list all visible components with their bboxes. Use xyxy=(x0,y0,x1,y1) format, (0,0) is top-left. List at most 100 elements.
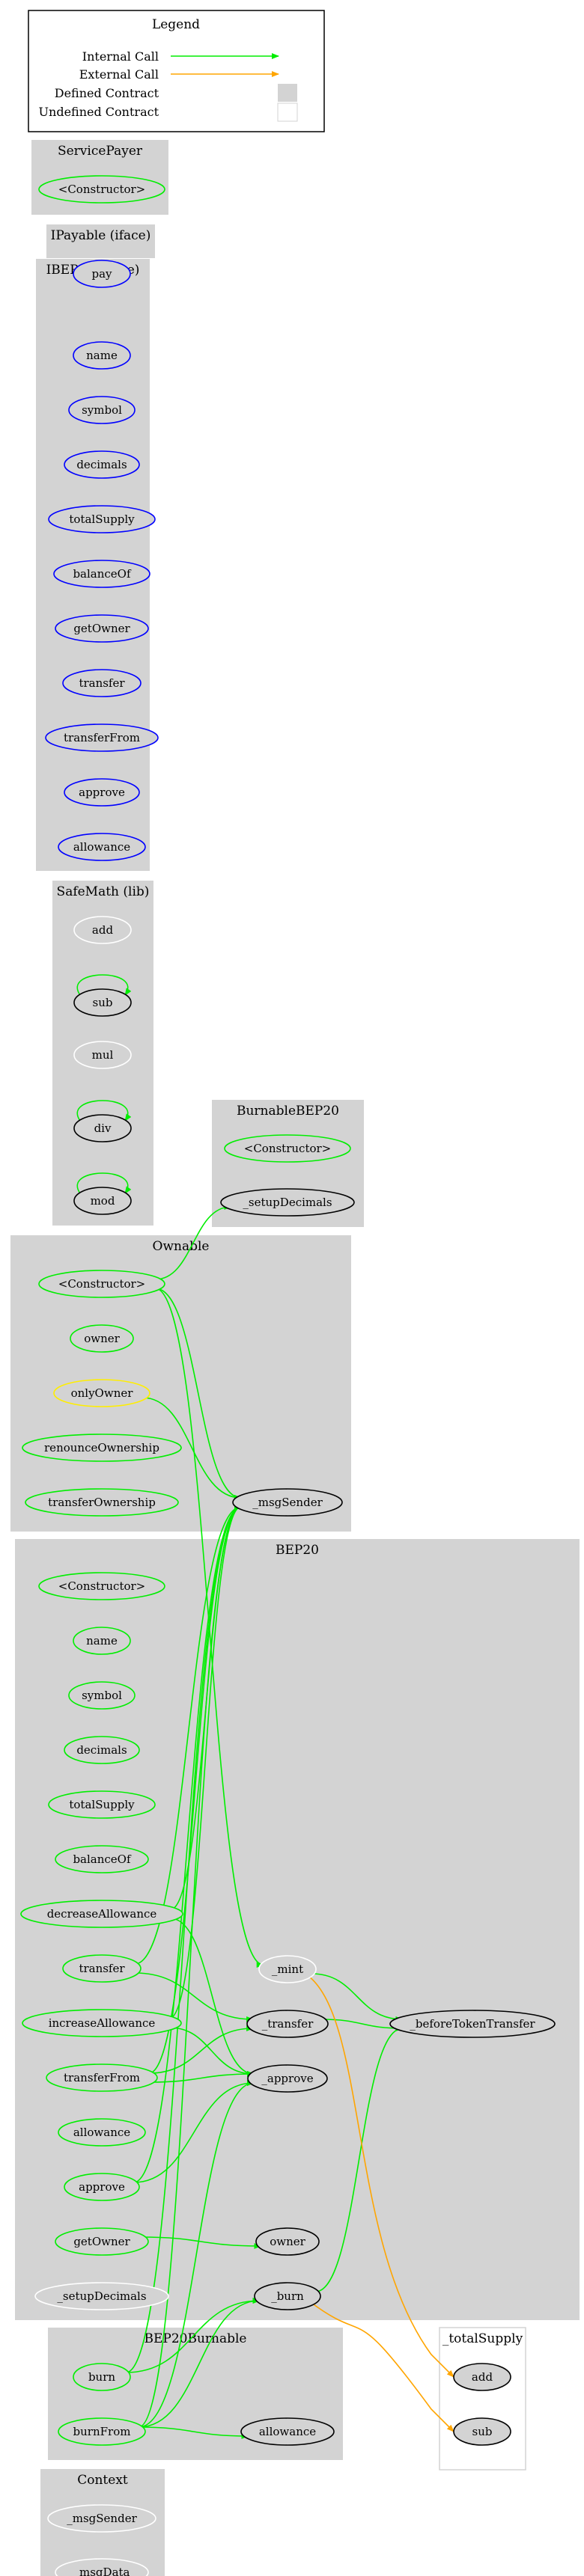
node-sp-ctor: <Constructor> xyxy=(38,175,165,204)
node-bbn-burnfrom: burnFrom xyxy=(58,2417,146,2446)
cluster-title: SafeMath (lib) xyxy=(57,884,150,899)
node-label: _burn xyxy=(271,2289,304,2303)
node-ellipse xyxy=(55,2227,149,2256)
node-label: onlyOwner xyxy=(71,1386,134,1400)
edge-sm-div-to-sm-div xyxy=(76,1100,132,1122)
edge-bbn-burnfrom-to-ow-msgsender xyxy=(139,1504,242,2428)
edge-b-increaseallowance-to-ow-msgsender xyxy=(168,1504,242,2019)
node-ellipse xyxy=(46,2063,158,2092)
node-label: _mint xyxy=(272,1962,303,1976)
edge-bbn-burn-to-b-burn xyxy=(126,2298,261,2373)
edge-ow-ctor-to-ow-msgsender xyxy=(155,1288,242,1501)
node-b-approve: approve xyxy=(64,2173,140,2201)
node-b-decimals: decimals xyxy=(64,1736,140,1764)
node-label: sub xyxy=(93,996,113,1009)
node-b-owner: owner xyxy=(255,2227,320,2256)
node-label: owner xyxy=(270,2235,305,2248)
edge-b-transfer-to-b-beforetokentransfer xyxy=(321,2019,404,2031)
node-label: burnFrom xyxy=(73,2425,131,2438)
edge-sm-mod-to-sm-mod xyxy=(76,1172,132,1194)
node-ow-owner: owner xyxy=(70,1324,134,1353)
node-b-name: name xyxy=(73,1627,131,1655)
node-ellipse xyxy=(68,1681,136,1710)
node-label: allowance xyxy=(259,2425,316,2438)
node-b-setupdecimals: _setupDecimals xyxy=(34,2282,169,2310)
cluster-title: BEP20Burnable xyxy=(144,2331,246,2346)
edge-b-transfer-to-ow-msgsender xyxy=(135,1504,242,1965)
node-ellipse xyxy=(62,669,142,697)
node-ellipse xyxy=(254,2282,321,2310)
node-label: symbol xyxy=(82,1689,122,1702)
node-label: transferFrom xyxy=(64,2071,140,2084)
node-label: _msgSender xyxy=(252,1496,323,1509)
node-ib-getowner: getOwner xyxy=(55,614,149,643)
cluster-title: BurnableBEP20 xyxy=(237,1104,339,1119)
node-label: transfer xyxy=(79,1962,125,1975)
node-label: getOwner xyxy=(73,2235,130,2248)
edge-ow-onlyowner-to-ow-msgsender xyxy=(142,1397,242,1501)
node-ellipse xyxy=(73,1187,132,1215)
node-label: mod xyxy=(91,1194,115,1208)
edge-b-increaseallowance-to-b-approve xyxy=(169,2027,255,2077)
legend-title: Legend xyxy=(152,17,200,32)
node-b-balanceof: balanceOf xyxy=(55,1845,149,1873)
node-b-beforetokentransfer: _beforeTokenTransfer xyxy=(389,2010,556,2038)
node-b-decreaseallowance: decreaseAllowance xyxy=(20,1900,183,1928)
node-ellipse xyxy=(38,1572,165,1600)
edge-b-mint-to-ts-add xyxy=(307,1974,454,2378)
legend-item-undefined-contract: Undefined Contract xyxy=(39,105,159,119)
node-b-burn: _burn xyxy=(254,2282,321,2310)
node-label: approve xyxy=(79,786,125,799)
node-ib-approve: approve xyxy=(64,778,140,807)
node-ow-renounce: renounceOwnership xyxy=(22,1434,182,1462)
node-ellipse xyxy=(73,1041,132,1069)
node-ow-ctor: <Constructor> xyxy=(38,1270,165,1298)
node-ellipse xyxy=(453,2417,511,2446)
edge-bbn-burnfrom-to-b-approve xyxy=(139,2080,255,2428)
node-b-symbol: symbol xyxy=(68,1681,136,1710)
node-ellipse xyxy=(73,341,131,370)
node-ib-totalsupply: totalSupply xyxy=(48,505,156,533)
node-ellipse xyxy=(73,916,132,944)
node-label: transfer xyxy=(79,676,125,690)
legend-item-defined-contract: Defined Contract xyxy=(55,86,159,100)
node-ellipse xyxy=(247,2064,328,2093)
node-b-mint: _mint xyxy=(258,1955,317,1983)
edge-bbn-burnfrom-to-bbn-allowance xyxy=(139,2426,249,2439)
cluster-title: IPayable (iface) xyxy=(51,228,151,243)
node-bb-ctor: <Constructor> xyxy=(224,1134,351,1163)
node-label: _setupDecimals xyxy=(57,2289,146,2303)
edge-b-burn-to-ts-sub xyxy=(310,2301,454,2432)
node-ellipse xyxy=(232,1488,343,1517)
node-label: _msgSender xyxy=(67,2512,137,2525)
node-label: _approve xyxy=(261,2072,313,2085)
node-label: decimals xyxy=(76,458,127,471)
node-ellipse xyxy=(48,1790,156,1819)
node-bb-setupdecimals: _setupDecimals xyxy=(220,1188,355,1217)
edge-b-approve-to-b-approve xyxy=(133,2080,255,2183)
node-cx-msgdata: _msgData xyxy=(55,2558,149,2576)
node-ellipse xyxy=(48,505,156,533)
node-ellipse xyxy=(53,560,150,588)
node-ellipse xyxy=(20,1900,183,1928)
edge-b-mint-to-b-beforetokentransfer xyxy=(311,1973,404,2022)
node-label: _msgData xyxy=(74,2566,130,2576)
node-label: _setupDecimals xyxy=(243,1196,332,1209)
node-label: <Constructor> xyxy=(244,1142,332,1155)
node-ellipse xyxy=(55,614,149,643)
node-ellipse xyxy=(64,2173,140,2201)
node-ellipse xyxy=(68,396,136,424)
node-ellipse xyxy=(53,1379,150,1407)
cluster-title: _totalSupply xyxy=(442,2331,523,2346)
cluster-totalsupplyc: _totalSupply xyxy=(439,2327,526,2471)
node-b-ctor: <Constructor> xyxy=(38,1572,165,1600)
node-ellipse xyxy=(58,833,146,861)
node-ellipse xyxy=(73,260,131,288)
node-ow-transferownership: transferOwnership xyxy=(25,1488,179,1517)
node-ib-symbol: symbol xyxy=(68,396,136,424)
node-label: <Constructor> xyxy=(58,183,146,196)
node-bbn-allowance: allowance xyxy=(240,2417,335,2446)
cluster-bep20: BEP20 xyxy=(15,1539,580,2320)
